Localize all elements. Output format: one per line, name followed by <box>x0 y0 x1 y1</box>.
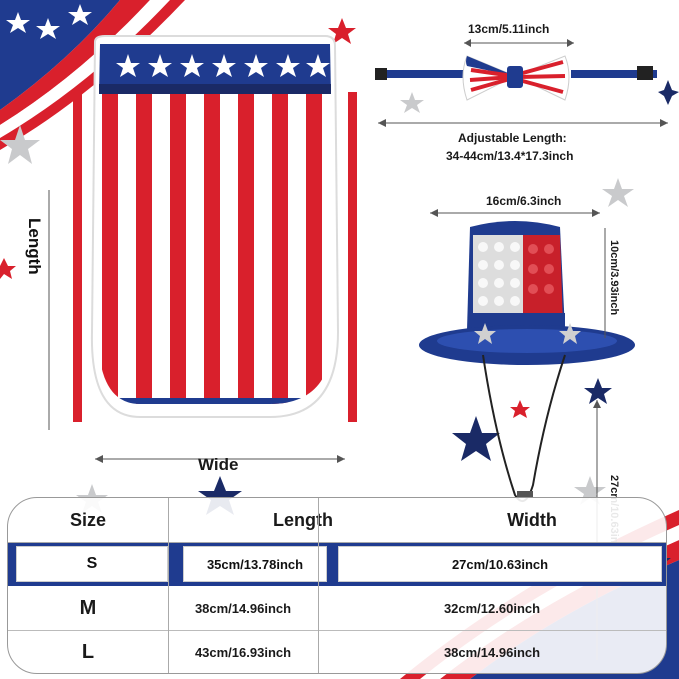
hat-width-arrow <box>430 209 600 217</box>
width-cell: 27cm/10.63inch <box>338 546 662 582</box>
vest-wide-arrow <box>95 455 345 463</box>
size-cell: L <box>81 640 95 663</box>
adjustable-length-value: 34-44cm/13.4*17.3inch <box>446 149 574 163</box>
vest-wide-label: Wide <box>198 455 239 474</box>
length-cell: 35cm/13.78inch <box>183 546 327 582</box>
table-row-m: M 38cm/14.96inch 32cm/12.60inch <box>8 586 666 631</box>
adjustable-length-title: Adjustable Length: <box>458 131 567 145</box>
table-header-row: Size Length Width <box>8 498 666 542</box>
length-cell: 43cm/16.93inch <box>194 644 292 660</box>
vest-length-arrow <box>48 190 50 430</box>
table-divider <box>8 542 666 543</box>
width-cell: 32cm/12.60inch <box>443 600 541 616</box>
header-size: Size <box>69 509 107 530</box>
adjustable-length-arrow <box>378 119 668 127</box>
hat-height-arrow <box>604 228 606 338</box>
bow-width-arrow <box>464 39 574 47</box>
vest-length-label: Length <box>25 218 44 275</box>
hat-width-label: 16cm/6.3inch <box>486 194 562 208</box>
table-divider <box>318 498 319 673</box>
sequin-top-hat-image <box>419 221 635 503</box>
header-length: Length <box>273 509 333 530</box>
hat-height-label: 10cm/3.93inch <box>608 240 620 316</box>
bow-width-label: 13cm/5.11inch <box>468 22 550 36</box>
header-width: Width <box>507 509 557 530</box>
bow-tie-image <box>375 55 657 101</box>
width-cell: 38cm/14.96inch <box>443 644 541 660</box>
size-table: Size Length Width S 35cm/13.78inch 27cm/… <box>7 497 667 674</box>
size-cell: M <box>79 596 97 619</box>
length-cell: 38cm/14.96inch <box>194 600 292 616</box>
table-divider <box>168 498 169 673</box>
table-row-s: S 35cm/13.78inch 27cm/10.63inch <box>8 542 666 586</box>
size-cell: S <box>16 546 168 582</box>
table-row-l: L 43cm/16.93inch 38cm/14.96inch <box>8 630 666 673</box>
flag-vest-image <box>73 35 357 422</box>
